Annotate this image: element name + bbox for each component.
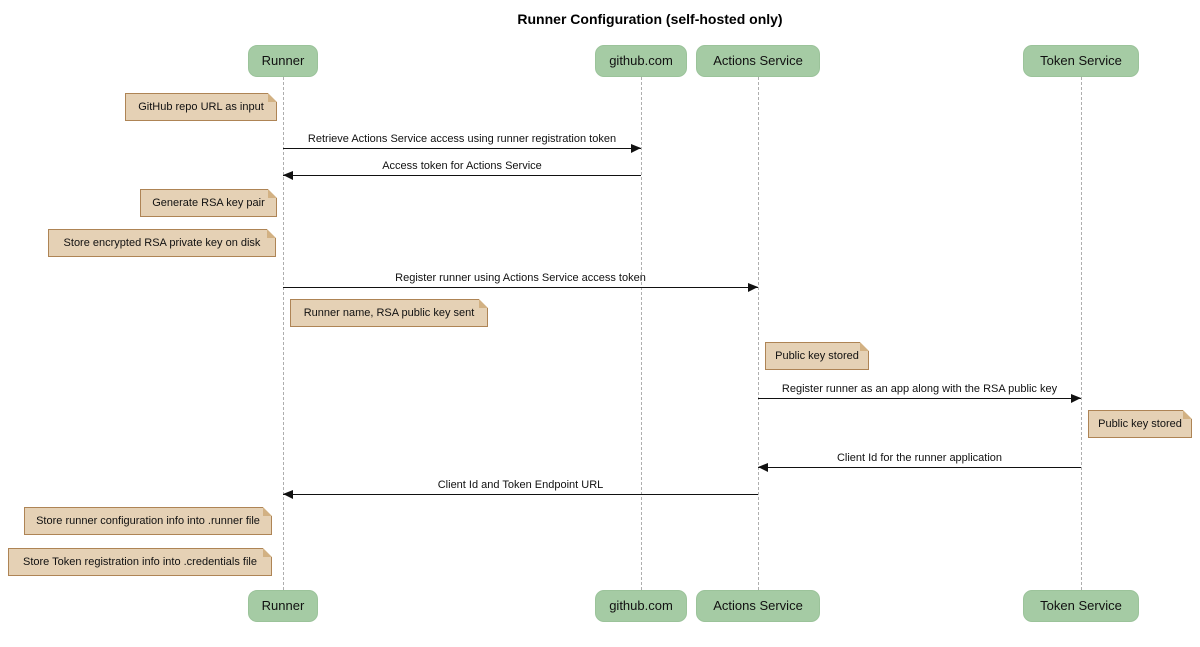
participant-actions-service-bottom: Actions Service	[696, 590, 820, 622]
note-runner-name-sent: Runner name, RSA public key sent	[290, 299, 488, 327]
message-client-id: Client Id for the runner application	[758, 452, 1081, 472]
message-client-id-token-endpoint: Client Id and Token Endpoint URL	[283, 479, 758, 499]
participant-token-service-top: Token Service	[1023, 45, 1139, 77]
note-generate-rsa-key-pair: Generate RSA key pair	[140, 189, 277, 217]
message-label: Register runner using Actions Service ac…	[395, 272, 646, 284]
participant-actions-service-top: Actions Service	[696, 45, 820, 77]
message-label: Client Id for the runner application	[836, 452, 1003, 464]
message-register-runner: Register runner using Actions Service ac…	[283, 272, 758, 292]
message-access-token: Access token for Actions Service	[283, 160, 641, 180]
note-store-private-key: Store encrypted RSA private key on disk	[48, 229, 276, 257]
lifeline-github	[641, 77, 642, 590]
note-github-repo-url: GitHub repo URL as input	[125, 93, 277, 121]
note-public-key-stored-as: Public key stored	[765, 342, 869, 370]
participant-runner-top: Runner	[248, 45, 318, 77]
note-public-key-stored-ts: Public key stored	[1088, 410, 1192, 438]
message-label: Access token for Actions Service	[382, 160, 542, 172]
lifeline-runner	[283, 77, 284, 590]
note-store-credentials-file: Store Token registration info into .cred…	[8, 548, 272, 576]
message-label: Client Id and Token Endpoint URL	[437, 479, 604, 491]
participant-github-top: github.com	[595, 45, 687, 77]
lifeline-token-service	[1081, 77, 1082, 590]
message-label: Retrieve Actions Service access using ru…	[307, 133, 617, 145]
message-label: Register runner as an app along with the…	[781, 383, 1058, 395]
diagram-title: Runner Configuration (self-hosted only)	[517, 11, 783, 27]
note-store-runner-file: Store runner configuration info into .ru…	[24, 507, 272, 535]
message-register-runner-app: Register runner as an app along with the…	[758, 383, 1081, 403]
lifeline-actions-service	[758, 77, 759, 590]
participant-runner-bottom: Runner	[248, 590, 318, 622]
participant-token-service-bottom: Token Service	[1023, 590, 1139, 622]
message-retrieve-actions-access: Retrieve Actions Service access using ru…	[283, 133, 641, 153]
participant-github-bottom: github.com	[595, 590, 687, 622]
